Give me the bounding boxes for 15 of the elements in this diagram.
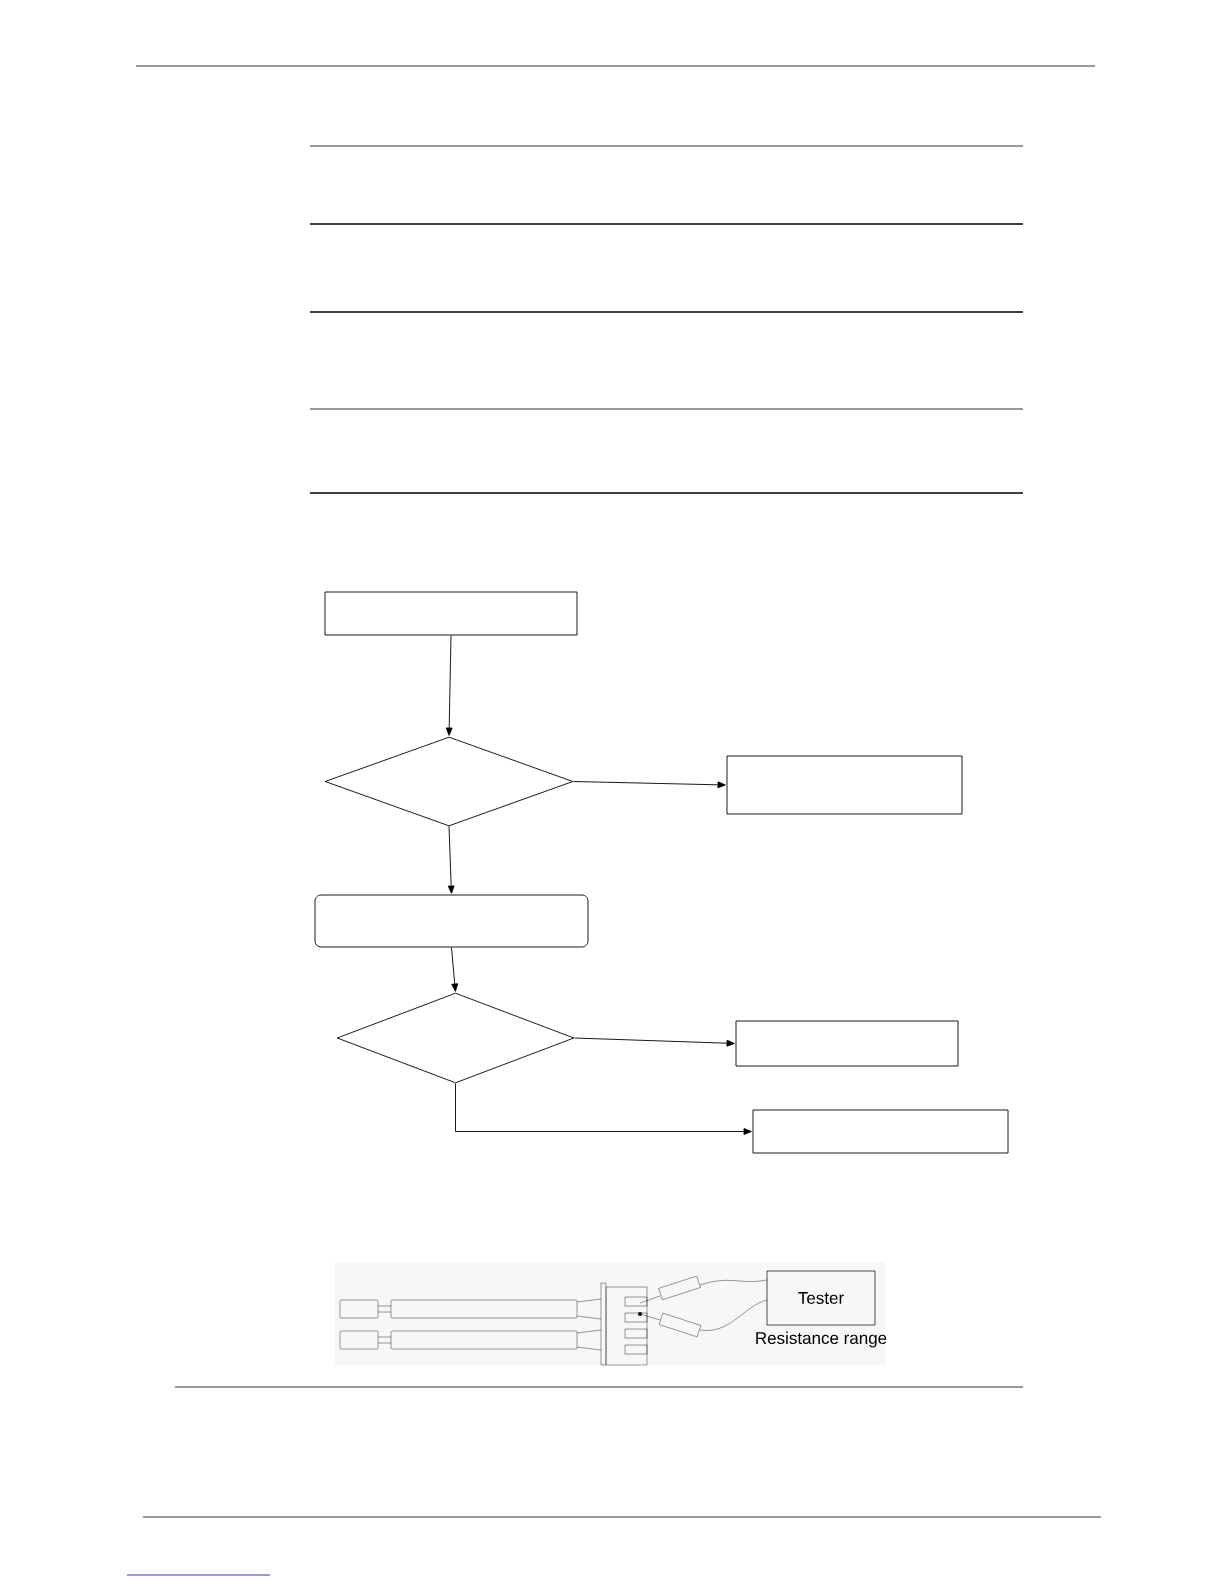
arrow <box>455 1083 752 1135</box>
decision-diamond <box>324 736 574 827</box>
process-box <box>314 894 589 948</box>
arrow <box>573 781 726 789</box>
process-box <box>324 591 578 636</box>
arrow <box>574 1037 735 1047</box>
arrow <box>445 635 453 736</box>
decision-diamond <box>336 992 575 1084</box>
process-box <box>735 1020 959 1067</box>
process-box <box>752 1109 1009 1154</box>
arrow <box>451 947 459 992</box>
arrow <box>447 826 455 894</box>
caption-text: Resistance range <box>756 1331 887 1348</box>
process-box <box>726 755 963 815</box>
tester-box: Tester <box>766 1270 876 1326</box>
